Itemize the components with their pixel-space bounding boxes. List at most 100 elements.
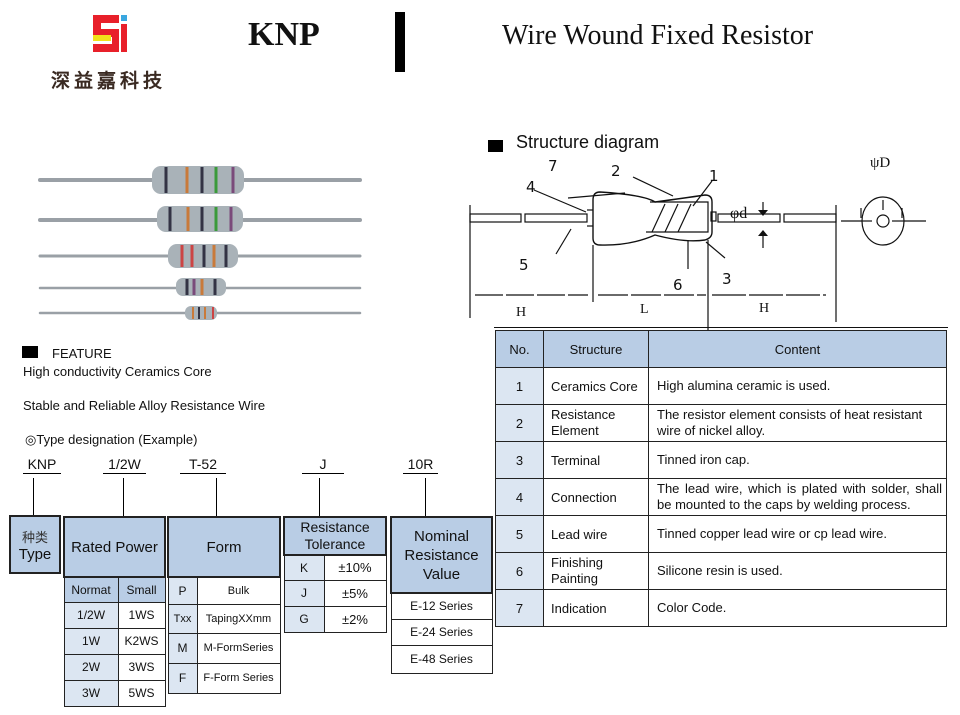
row-structure: Connection — [543, 478, 649, 516]
structure-diagram-title: Structure diagram — [516, 132, 660, 152]
form-code: Txx — [167, 603, 198, 634]
nominal-series: E-12 Series — [390, 592, 493, 620]
row-structure: Resistance Element — [543, 404, 649, 442]
dim-psi-d: ψD — [870, 155, 890, 171]
dim-phi-d: φd — [730, 205, 747, 222]
power-small: 5WS — [117, 679, 166, 707]
row-no: 6 — [495, 552, 544, 590]
row-content: Tinned copper lead wire or cp lead wire. — [648, 515, 947, 553]
row-no: 1 — [495, 367, 544, 405]
row-no: 4 — [495, 478, 544, 516]
connector-line — [33, 478, 34, 515]
row-content: Color Code. — [648, 589, 947, 627]
form-code: F — [167, 662, 198, 694]
dim-l: L — [640, 302, 649, 317]
connector-line — [319, 478, 320, 516]
connector-line — [425, 478, 426, 516]
row-no: 5 — [495, 515, 544, 553]
dim-h-right: H — [759, 301, 769, 316]
header-divider — [395, 12, 405, 72]
nominal-title: Nominal Resistance Value — [390, 516, 493, 594]
row-structure: Lead wire — [543, 515, 649, 553]
row-no: 3 — [495, 441, 544, 479]
row-structure: Terminal — [543, 441, 649, 479]
type-box: 种类 Type — [9, 515, 61, 574]
callout-2: 2 — [611, 162, 621, 180]
feature-title: FEATURE — [52, 346, 112, 361]
tolerance-table: Resistance Tolerance K±10% J±5% G±2% — [283, 516, 387, 633]
connector-line — [216, 478, 217, 516]
tolerance-value: ±5% — [323, 579, 387, 607]
type-designation-title: ◎Type designation (Example) — [25, 432, 198, 447]
code-power: 1/2W — [103, 456, 146, 474]
callout-7: 7 — [548, 157, 558, 175]
power-normal: 3W — [63, 679, 119, 707]
code-resistance: 10R — [403, 456, 438, 474]
bullet-square-icon — [488, 140, 503, 152]
code-tolerance: J — [302, 456, 344, 474]
tolerance-code: K — [283, 554, 325, 581]
col-header-no: No. — [495, 330, 544, 368]
tolerance-code: J — [283, 579, 325, 607]
col-header: Normat — [63, 576, 119, 603]
callout-6: 6 — [673, 276, 683, 294]
row-no: 2 — [495, 404, 544, 442]
power-small: 1WS — [117, 601, 166, 629]
power-small: K2WS — [117, 627, 166, 655]
callout-1: 1 — [709, 167, 719, 185]
callout-4: 4 — [526, 178, 536, 196]
connector-line — [123, 478, 124, 516]
code-form: T-52 — [180, 456, 226, 474]
power-normal: 1W — [63, 627, 119, 655]
nominal-series: E-24 Series — [390, 618, 493, 646]
form-code: P — [167, 576, 198, 605]
type-label-cn: 种类 — [21, 530, 48, 546]
power-small: 3WS — [117, 653, 166, 681]
tolerance-code: G — [283, 605, 325, 633]
form-desc: F-Form Series — [196, 662, 281, 694]
row-structure: Ceramics Core — [543, 367, 649, 405]
company-logo-icon — [93, 15, 127, 52]
callout-3: 3 — [722, 270, 732, 288]
row-content: Tinned iron cap. — [648, 441, 947, 479]
code-series: KNP — [23, 456, 61, 474]
row-structure: Indication — [543, 589, 649, 627]
nominal-resistance-table: Nominal Resistance Value E-12 Series E-2… — [390, 516, 493, 674]
dim-h-left: H — [516, 305, 526, 320]
row-no: 7 — [495, 589, 544, 627]
form-title: Form — [167, 516, 281, 578]
power-normal: 2W — [63, 653, 119, 681]
nominal-series: E-48 Series — [390, 644, 493, 674]
page-title: Wire Wound Fixed Resistor — [502, 20, 814, 51]
diagram-baseline — [494, 327, 948, 328]
tolerance-value: ±2% — [323, 605, 387, 633]
company-name: 深益嘉科技 — [51, 70, 167, 92]
tolerance-value: ±10% — [323, 554, 387, 581]
model-name: KNP — [248, 16, 320, 53]
form-code: M — [167, 632, 198, 664]
row-content: High alumina ceramic is used. — [648, 367, 947, 405]
feature-item: Stable and Reliable Alloy Resistance Wir… — [23, 398, 266, 413]
tolerance-title: Resistance Tolerance — [283, 516, 387, 556]
structure-diagram: 7 2 1 4 5 6 3 H L H φd ψD — [469, 155, 926, 330]
feature-item: High conductivity Ceramics Core — [23, 364, 212, 379]
form-desc: TapingXXmm — [196, 603, 281, 634]
rated-power-title: Rated Power — [63, 516, 166, 578]
power-normal: 1/2W — [63, 601, 119, 629]
form-desc: M-FormSeries — [196, 632, 281, 664]
col-header-structure: Structure — [543, 330, 649, 368]
form-desc: Bulk — [196, 576, 281, 605]
bullet-square-icon — [22, 346, 38, 358]
row-content: The lead wire, which is plated with sold… — [648, 478, 947, 516]
row-content: Silicone resin is used. — [648, 552, 947, 590]
